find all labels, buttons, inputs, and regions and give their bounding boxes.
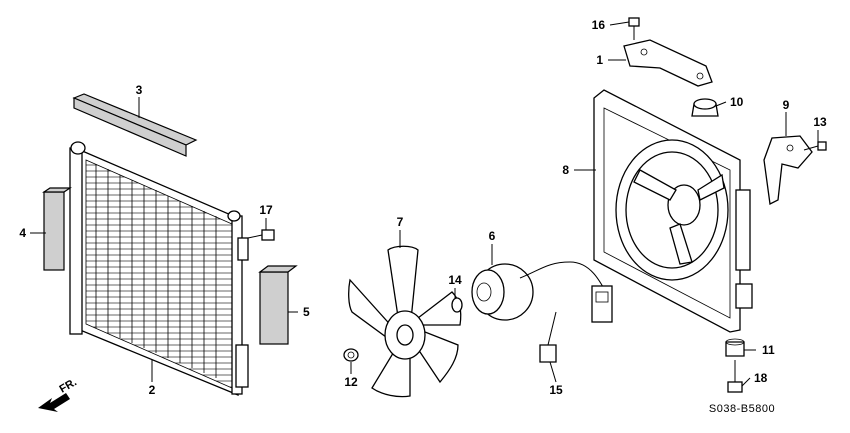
callout-8: 8	[562, 163, 569, 177]
callout-6: 6	[489, 229, 496, 243]
callout-11: 11	[762, 343, 775, 357]
callout-14: 14	[448, 273, 462, 287]
foam-seal-left	[42, 187, 72, 271]
callout-1: 1	[596, 53, 603, 67]
callouts: 1 2 3 4 5 6 7 8 9 10 11 12 13 14 15 16 1…	[19, 18, 827, 397]
bolt-18	[727, 360, 743, 393]
grommet-10	[691, 98, 719, 117]
motor-connector	[591, 285, 613, 323]
foam-seal-right	[258, 265, 298, 345]
clip-15	[539, 311, 557, 363]
fan-shroud	[593, 89, 753, 333]
callout-5: 5	[303, 305, 310, 319]
leader-lines	[30, 21, 819, 387]
condenser	[69, 141, 249, 396]
callout-13: 13	[813, 115, 827, 129]
callout-7: 7	[397, 215, 404, 229]
nut-11	[725, 338, 745, 357]
fan-motor	[471, 261, 611, 321]
callout-12: 12	[344, 375, 358, 389]
callout-2: 2	[149, 383, 156, 397]
callout-16: 16	[592, 18, 606, 32]
bracket-9	[763, 135, 813, 205]
diagram-code: S038-B5800	[709, 403, 775, 415]
front-direction-arrow: FR.	[38, 376, 79, 412]
bracket-1	[623, 39, 713, 87]
callout-15: 15	[549, 383, 563, 397]
callout-9: 9	[783, 98, 790, 112]
callout-18: 18	[754, 371, 768, 385]
callout-4: 4	[19, 226, 26, 240]
fan-blade	[348, 245, 462, 398]
callout-3: 3	[136, 83, 143, 97]
washer-14	[451, 297, 463, 313]
callout-17: 17	[259, 203, 273, 217]
bolt-17	[247, 229, 275, 241]
nut-12	[343, 348, 359, 362]
foam-seal-top	[72, 93, 198, 157]
bolt-16	[628, 17, 640, 40]
callout-10: 10	[730, 95, 744, 109]
front-label: FR.	[58, 376, 79, 395]
bolt-13	[803, 141, 827, 151]
